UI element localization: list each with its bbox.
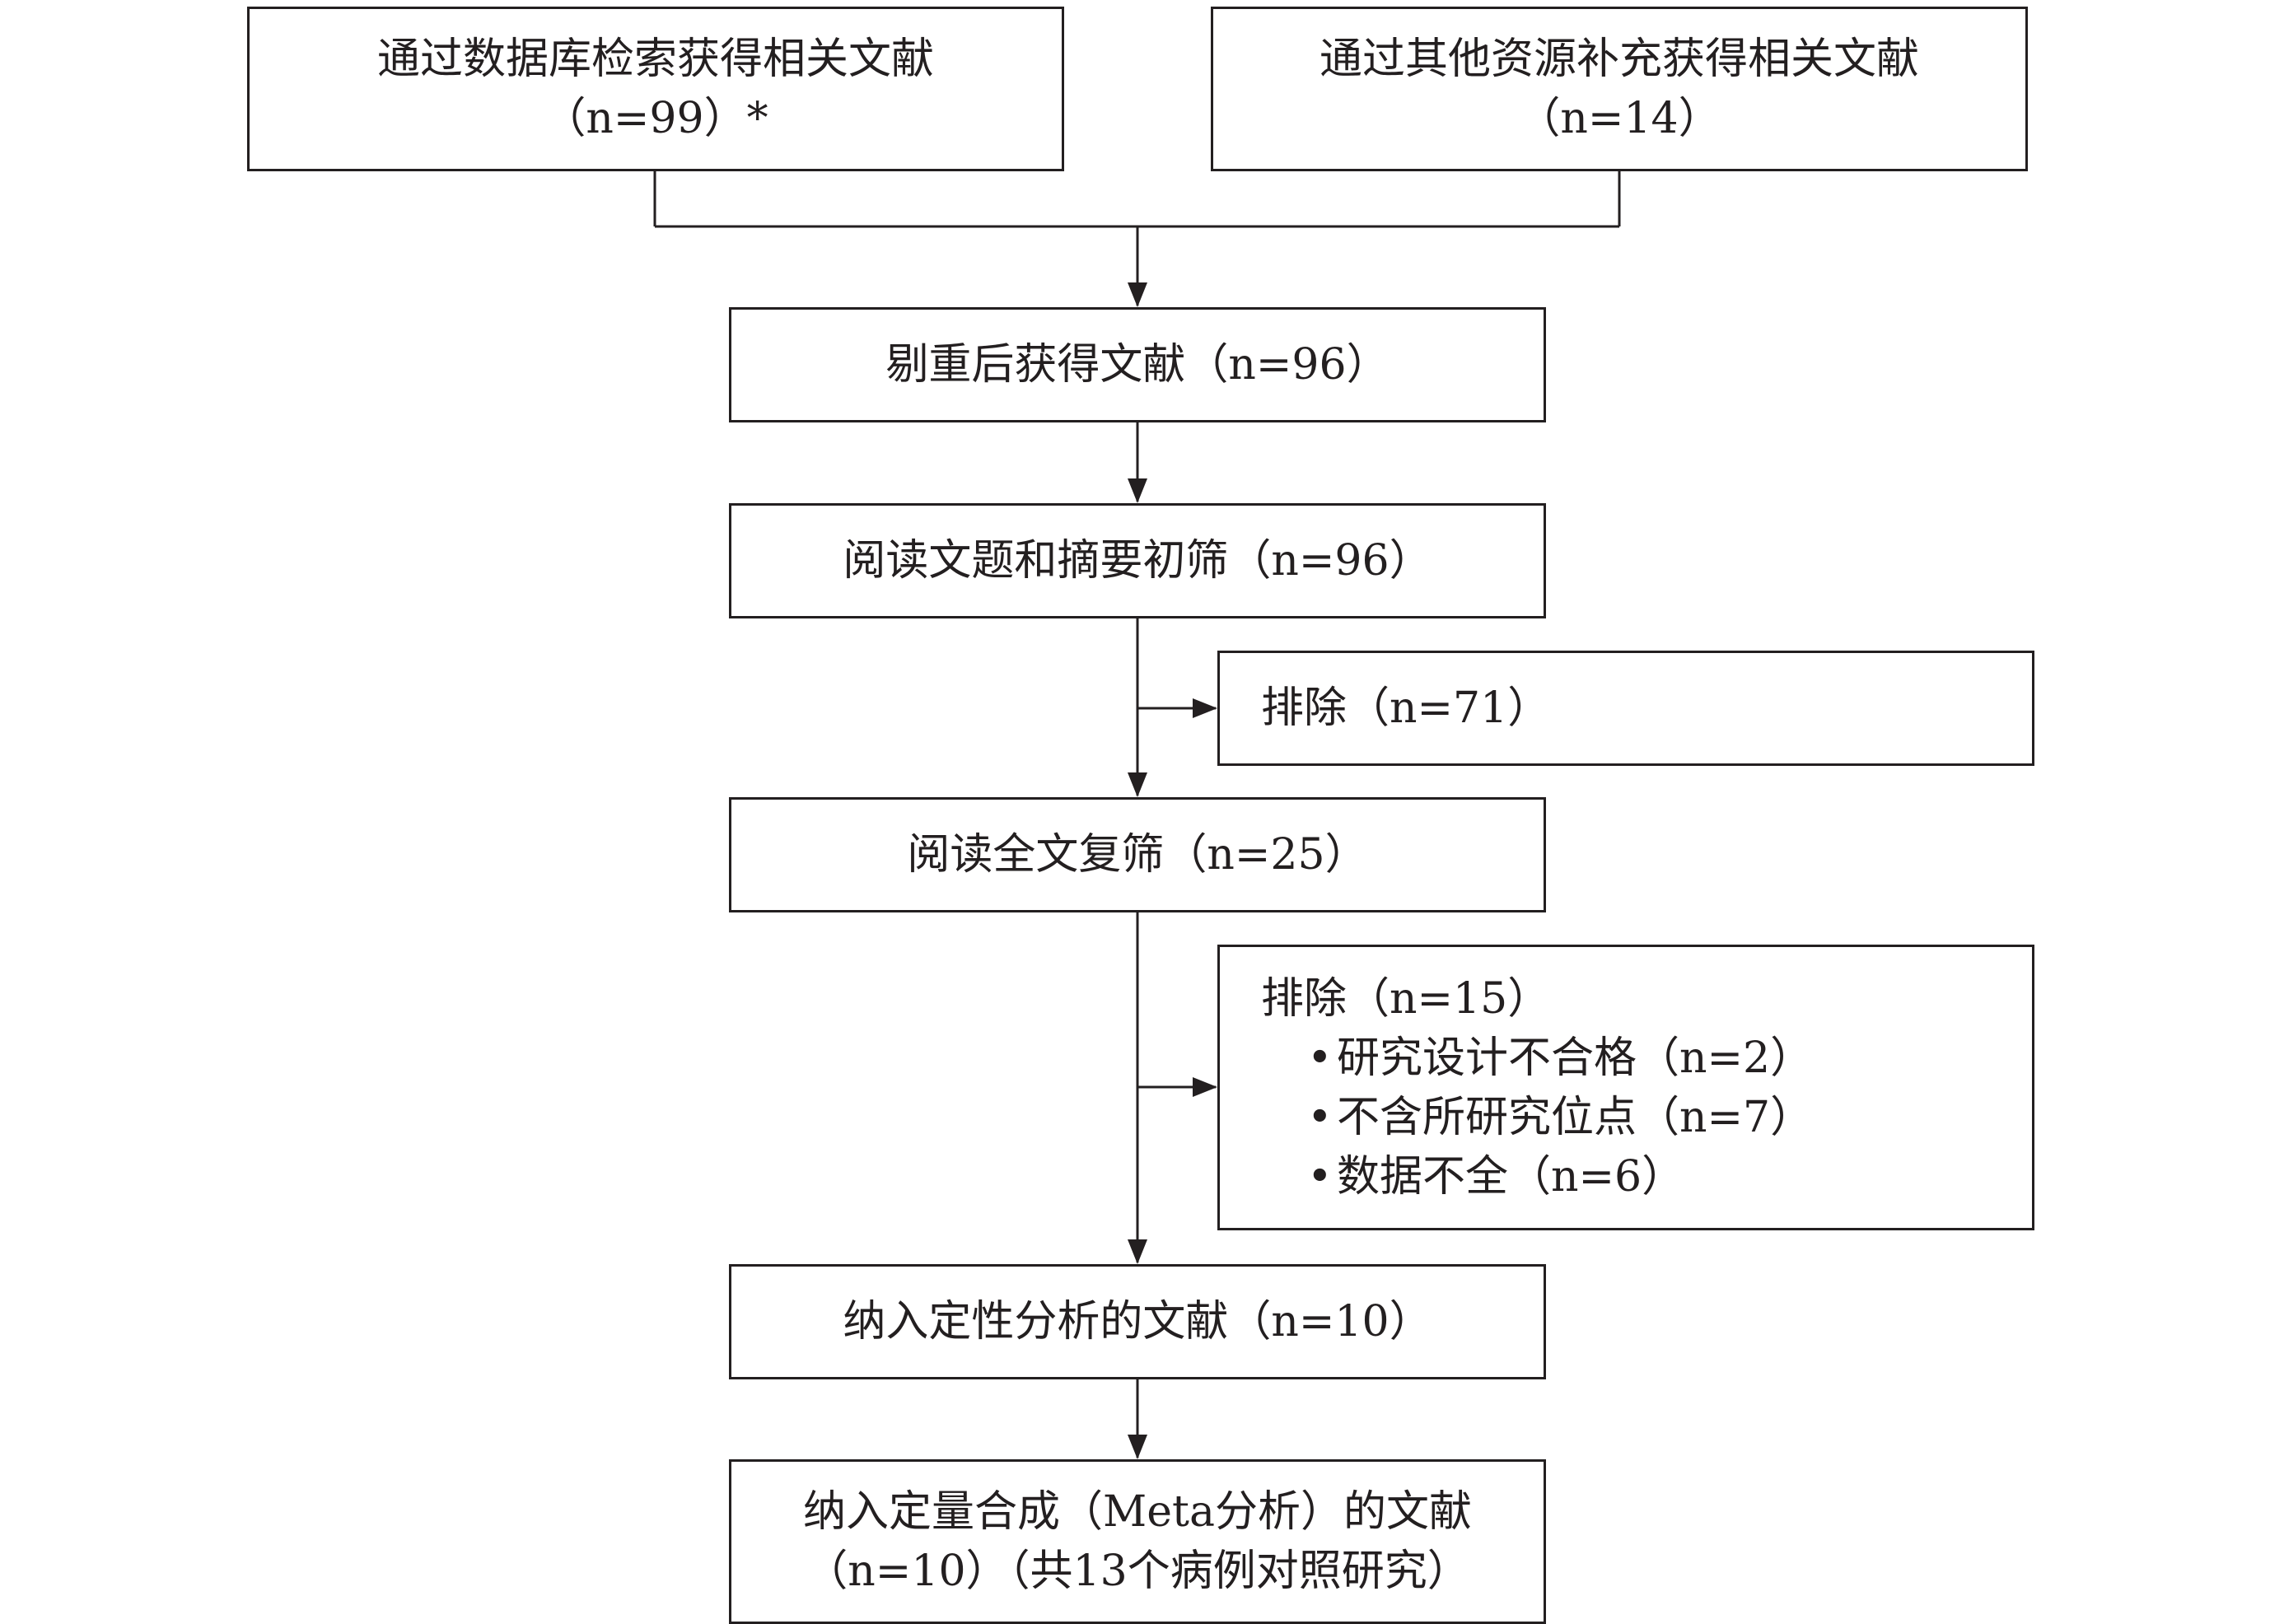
other-sources-line2: （n=14） (1517, 94, 1721, 143)
dedup-box: 剔重后获得文献（n=96） (729, 307, 1546, 422)
title-abstract-screen-box: 阅读文题和摘要初筛（n=96） (729, 503, 1546, 618)
db-search-box: 通过数据库检索获得相关文献 （n=99）* (247, 7, 1064, 171)
other-sources-line1: 通过其他资源补充获得相关文献 (1319, 35, 1919, 84)
exclusion-2-title: 排除（n=15） (1261, 973, 1551, 1024)
exclusion-reason-item: 不含所研究位点（n=7） (1307, 1088, 1813, 1147)
exclusion-1-text: 排除（n=71） (1261, 684, 1551, 733)
quantitative-synthesis-box: 纳入定量合成（Meta分析）的文献 （n=10）（共13个病例对照研究） (729, 1459, 1546, 1624)
dedup-text: 剔重后获得文献（n=96） (885, 340, 1390, 390)
fulltext-screen-text: 阅读全文复筛（n=25） (907, 830, 1368, 880)
exclusion-box-1: 排除（n=71） (1217, 651, 2034, 766)
exclusion-reasons-list: 研究设计不合格（n=2） 不含所研究位点（n=7） 数据不全（n=6） (1261, 1029, 1813, 1206)
db-search-line1: 通过数据库检索获得相关文献 (376, 35, 934, 84)
quantitative-synthesis-line1: 纳入定量合成（Meta分析）的文献 (803, 1487, 1472, 1537)
exclusion-reason-item: 数据不全（n=6） (1307, 1147, 1813, 1206)
quantitative-synthesis-line2: （n=10）（共13个病例对照研究） (805, 1547, 1470, 1596)
exclusion-box-2: 排除（n=15） 研究设计不合格（n=2） 不含所研究位点（n=7） 数据不全（… (1217, 945, 2034, 1230)
db-search-line2: （n=99）* (543, 94, 768, 143)
qualitative-synthesis-box: 纳入定性分析的文献（n=10） (729, 1264, 1546, 1379)
qualitative-synthesis-text: 纳入定性分析的文献（n=10） (843, 1297, 1432, 1346)
title-abstract-screen-text: 阅读文题和摘要初筛（n=96） (843, 536, 1432, 586)
other-sources-box: 通过其他资源补充获得相关文献 （n=14） (1211, 7, 2028, 171)
fulltext-screen-box: 阅读全文复筛（n=25） (729, 797, 1546, 912)
exclusion-reason-item: 研究设计不合格（n=2） (1307, 1029, 1813, 1088)
